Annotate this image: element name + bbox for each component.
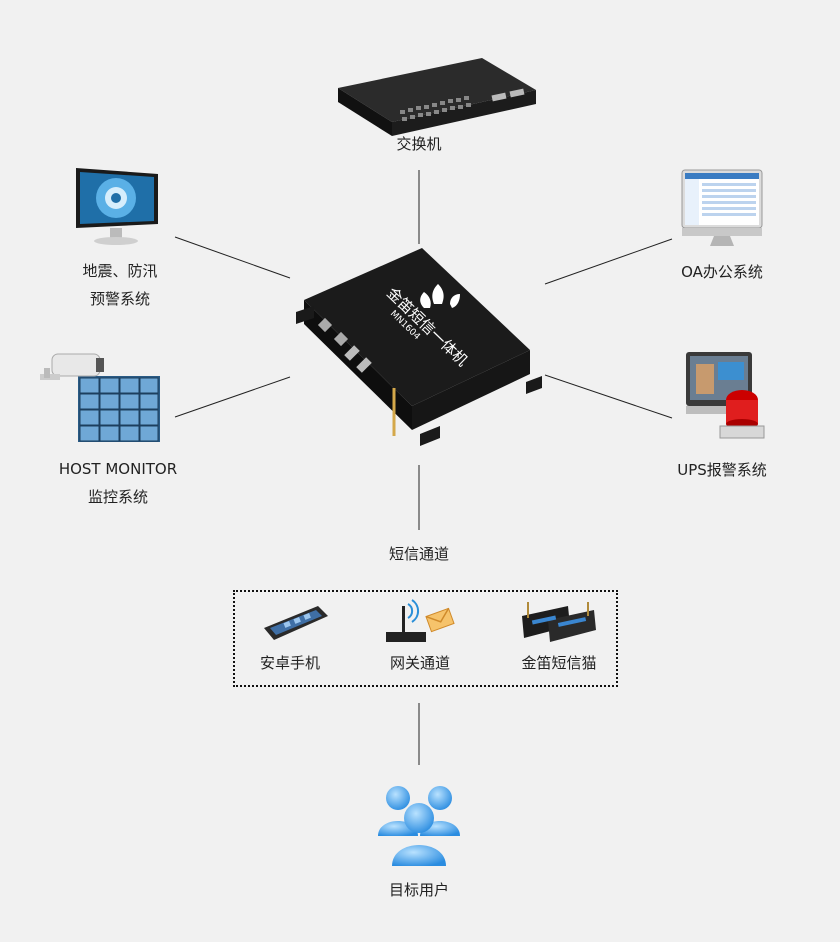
host-monitor-label: HOST MONITOR 监控系统 <box>58 460 178 506</box>
channel-item-android-label: 安卓手机 <box>259 654 320 672</box>
ups-alarm-icon <box>686 352 765 439</box>
channel-label: 短信通道 <box>388 545 449 563</box>
channel-box <box>233 590 618 687</box>
sms-hub-device-icon: 金笛短信一体机 MN1604 <box>296 248 542 446</box>
users-icon <box>378 786 460 866</box>
line-oa <box>544 238 673 285</box>
monitor-icon <box>76 168 158 245</box>
oa-computer-icon <box>681 169 763 246</box>
smartphone-icon <box>264 606 328 640</box>
ups-label: UPS报警系统 <box>677 461 767 479</box>
channel-item-modem-label: 金笛短信猫 <box>521 654 597 672</box>
channel-item-gateway-label: 网关通道 <box>389 654 450 672</box>
target-users-label: 目标用户 <box>388 881 449 899</box>
sms-modem-icon <box>522 602 596 642</box>
network-switch-icon <box>338 58 536 136</box>
line-earthquake <box>174 236 291 279</box>
oa-label: OA办公系统 <box>681 263 763 281</box>
line-host-monitor <box>174 376 291 418</box>
line-ups <box>544 374 673 419</box>
gateway-icon <box>386 599 455 642</box>
earthquake-label: 地震、防汛 预警系统 <box>82 262 158 308</box>
surveillance-camera-icon <box>40 353 160 442</box>
switch-label: 交换机 <box>396 135 442 153</box>
